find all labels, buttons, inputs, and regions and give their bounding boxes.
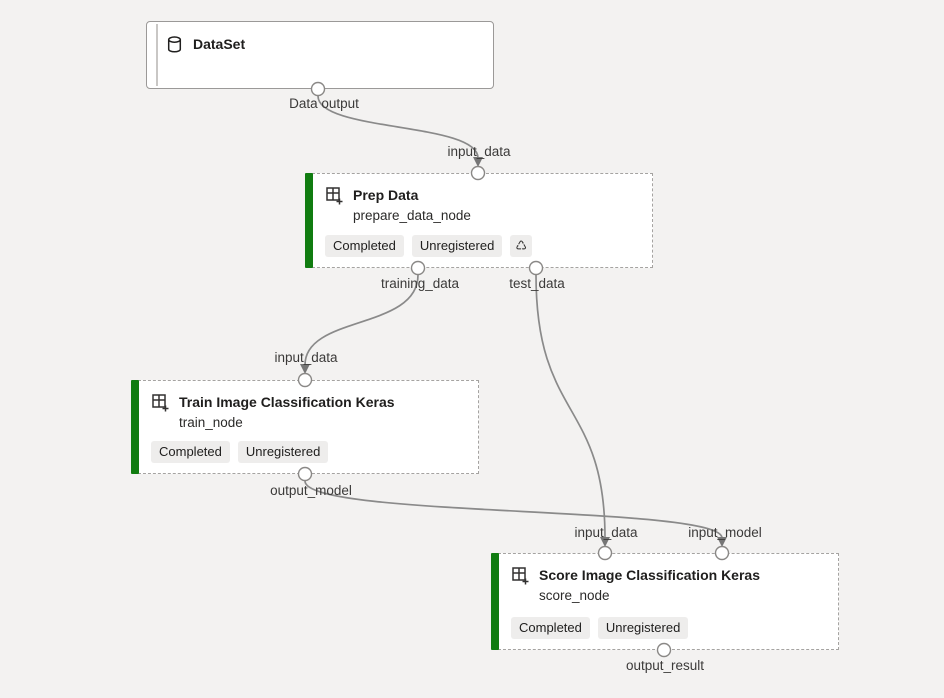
status-badge: Completed [325,235,404,257]
node-status-strip [131,380,139,474]
node-status-strip [491,553,499,650]
component-icon [152,394,169,412]
port-label-training-data: training_data [380,276,460,291]
component-icon [326,187,343,205]
recycle-icon: ♺ [510,235,532,257]
component-icon [512,567,529,585]
port-label-data-output: Data output [289,96,359,111]
node-title: Train Image Classification Keras [179,394,395,410]
node-subtitle: prepare_data_node [353,208,471,223]
node-subtitle: train_node [179,415,243,430]
port-label-input-data: input_data [447,144,511,159]
node-status-strip [305,173,313,268]
port-label-output-result: output_result [625,658,705,673]
database-icon [167,36,182,53]
status-badge: Completed [151,441,230,463]
registration-badge: Unregistered [237,441,329,463]
registration-badge: Unregistered [597,617,689,639]
node-train[interactable]: Train Image Classification Keras train_n… [131,380,479,474]
port-label-input-model: input_model [688,525,762,540]
port-label-input-data: input_data [274,350,338,365]
node-score[interactable]: Score Image Classification Keras score_n… [491,553,839,650]
node-title: Prep Data [353,187,419,203]
node-status-strip [156,24,158,86]
status-badge: Completed [511,617,590,639]
port-label-input-data: input_data [574,525,638,540]
node-title: Score Image Classification Keras [539,567,760,583]
node-title: DataSet [193,36,246,52]
registration-badge: Unregistered [411,235,503,257]
node-dataset[interactable]: DataSet [146,21,494,89]
edge-train-to-score[interactable] [304,480,723,539]
node-subtitle: score_node [539,588,610,603]
edge-prep-to-score[interactable] [535,274,606,539]
node-prep-data[interactable]: Prep Data prepare_data_node Completed Un… [305,173,653,268]
port-label-test-data: test_data [509,276,565,291]
port-label-output-model: output_model [270,483,352,498]
